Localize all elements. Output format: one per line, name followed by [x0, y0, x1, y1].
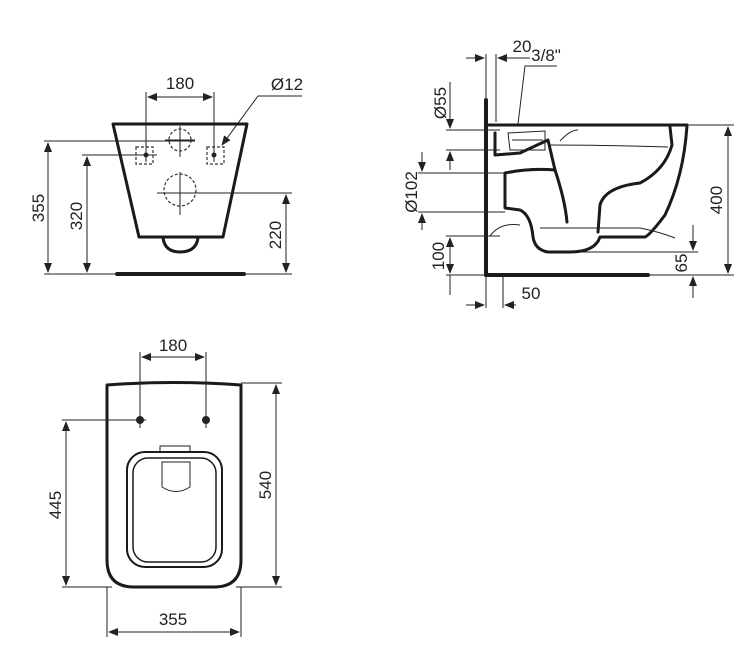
- front-seat-lip: [161, 236, 200, 254]
- front-hole-spacing-label: 180: [166, 74, 194, 93]
- side-water-inlet-label: 3/8": [531, 46, 561, 65]
- top-bolt-to-front-label: 445: [46, 491, 65, 519]
- front-view: 180 Ø12 355 320 220: [29, 74, 303, 276]
- front-height-top-label: 355: [29, 194, 48, 222]
- side-flush-fitting: [507, 129, 669, 151]
- side-outlet-height-label: 100: [429, 242, 448, 270]
- side-wall-gap-bottom-label: 50: [522, 284, 541, 303]
- front-hole-diameter-label: Ø12: [271, 75, 303, 94]
- side-bowl-outline: [484, 123, 689, 254]
- front-height-bolts-label: 320: [67, 202, 86, 230]
- top-width-label: 355: [159, 610, 187, 629]
- front-bowl-outline: [111, 122, 249, 239]
- top-seat-inner: [132, 457, 217, 563]
- side-bowl-height-label: 400: [707, 186, 726, 214]
- side-outlet-diameter-label: Ø102: [402, 171, 421, 213]
- top-seat-hinge: [159, 445, 191, 492]
- side-bottom-clearance-label: 65: [672, 254, 691, 273]
- front-height-outlet-label: 220: [266, 221, 285, 249]
- top-hole-spacing-label: 180: [159, 336, 187, 355]
- outlet-hole-dashed: [163, 173, 197, 207]
- side-wall-gap-top-label: 20: [513, 37, 532, 56]
- bolt-pad-right: [206, 146, 225, 165]
- side-view: 20 3/8" Ø55 Ø102 100 400 65 50: [402, 37, 734, 309]
- top-seat-outer: [126, 451, 223, 568]
- top-bowl-outline: [105, 381, 243, 589]
- top-length-label: 540: [256, 471, 275, 499]
- top-view: 180 540 445 355: [46, 336, 282, 637]
- side-bowl-inner: [553, 125, 674, 234]
- side-inlet-diameter-label: Ø55: [431, 87, 450, 119]
